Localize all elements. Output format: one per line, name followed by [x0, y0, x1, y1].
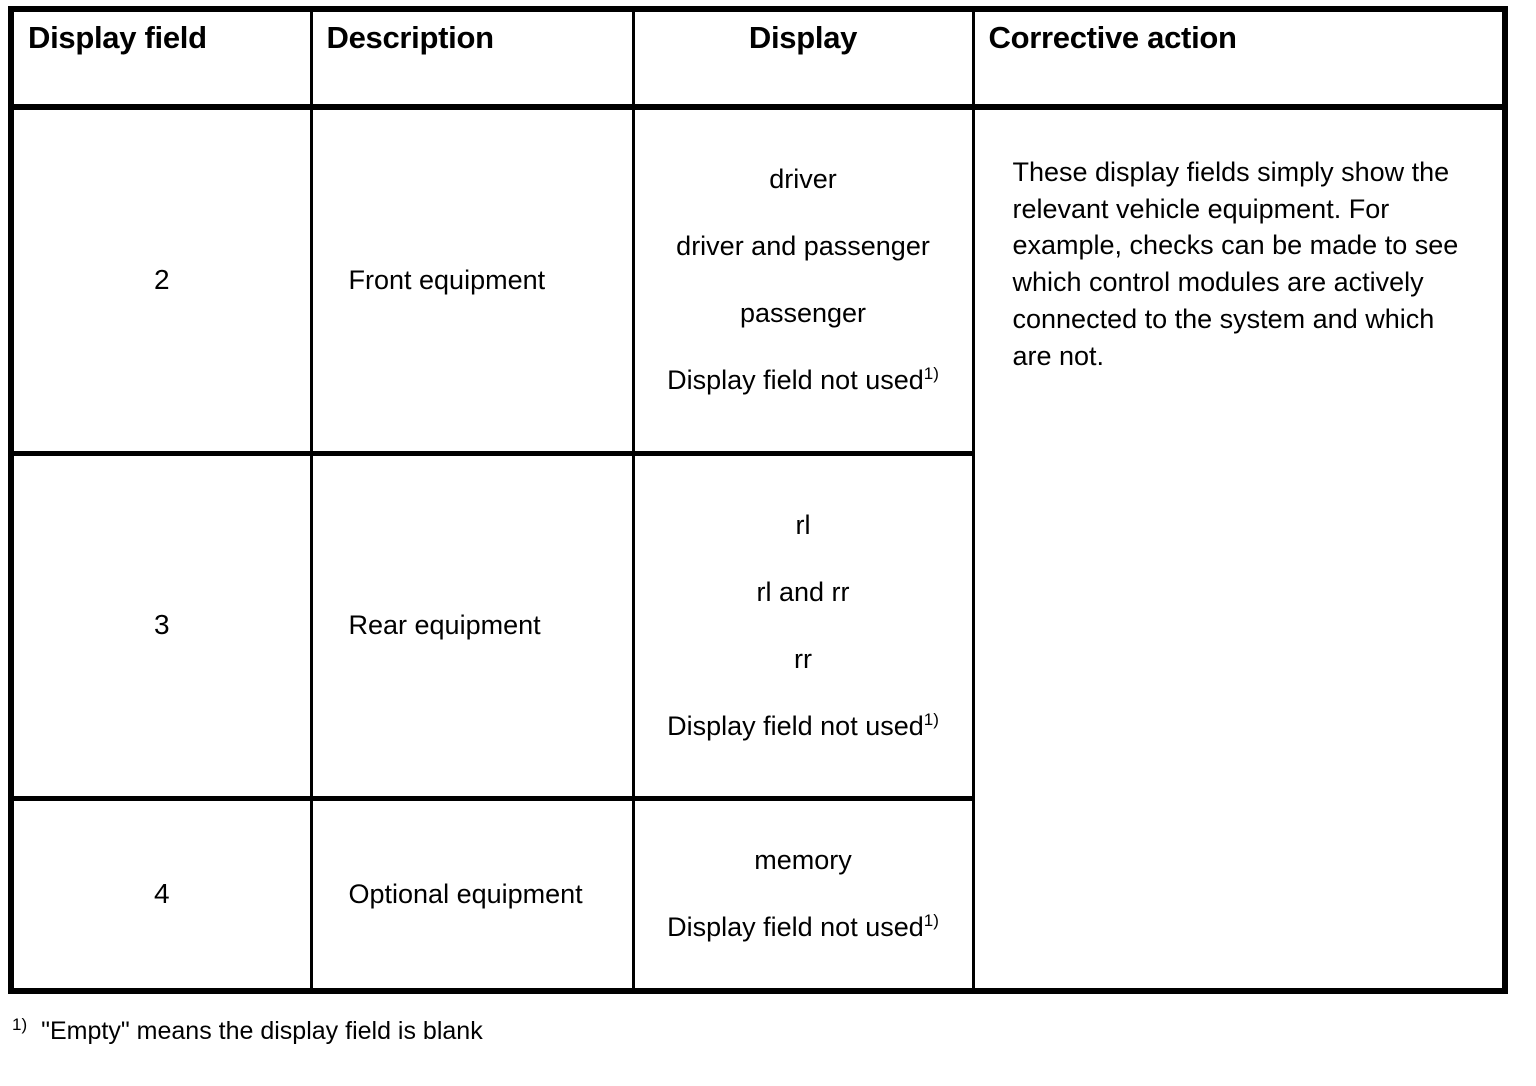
cell-display-values: memory Display field not used1) [633, 798, 975, 988]
display-value-item: driver and passenger [645, 233, 962, 260]
description-text: Rear equipment [348, 610, 541, 641]
description-text: Front equipment [348, 265, 546, 296]
display-value-item: passenger [645, 300, 962, 327]
column-header-display-field-label: Display field [28, 20, 207, 55]
column-header-description-label: Description [326, 20, 495, 55]
cell-description: Optional equipment [311, 798, 635, 988]
footnote-marker: 1) [923, 364, 939, 384]
display-value-text: Display field not used [667, 912, 924, 943]
footnote-marker: 1) [923, 911, 939, 931]
display-value-text: memory [754, 845, 852, 876]
display-value-text: Display field not used [667, 710, 924, 741]
cell-display-values: driver driver and passenger passenger Di… [633, 107, 975, 456]
table-header-row: Display field Description Display Correc… [14, 12, 1502, 110]
column-header-display: Display [633, 12, 975, 110]
display-value-text: Display field not used [667, 365, 924, 396]
display-value-text: driver and passenger [676, 231, 930, 262]
cell-display-field-number: 2 [14, 107, 313, 456]
column-header-display-field: Display field [14, 12, 313, 110]
table-row: 4 Optional equipment memory Display fiel… [14, 798, 1502, 988]
column-header-description: Description [311, 12, 635, 110]
cell-display-field-number: 4 [14, 798, 313, 988]
footnote-marker: 1) [923, 709, 939, 729]
table-row: 2 Front equipment driver driver and pass… [14, 107, 1502, 988]
description-text: Optional equipment [348, 879, 583, 910]
column-header-corrective-action-label: Corrective action [988, 20, 1237, 55]
display-value-item: driver [645, 166, 962, 193]
cell-corrective-action: These display fields simply show the rel… [973, 107, 1502, 988]
column-header-corrective-action: Corrective action [973, 12, 1502, 110]
display-value-item: rl [645, 509, 962, 540]
display-field-number: 3 [153, 609, 170, 640]
cell-display-field-number: 3 [14, 453, 313, 801]
display-value-text: passenger [739, 298, 867, 329]
display-field-table: Display field Description Display Correc… [14, 12, 1502, 988]
corrective-action-text: These display fields simply show the rel… [1012, 157, 1459, 371]
footnote-text: "Empty" means the display field is blank [41, 1017, 483, 1045]
display-field-table-container: Display field Description Display Correc… [8, 6, 1508, 994]
cell-description: Rear equipment [311, 453, 635, 801]
table-body: 2 Front equipment driver driver and pass… [14, 107, 1502, 988]
display-value-text: rl [795, 509, 811, 540]
footnote-marker: 1) [12, 1014, 28, 1034]
display-value-text: rl and rr [756, 576, 850, 607]
cell-description: Front equipment [311, 107, 635, 456]
cell-display-values: rl rl and rr rr Display field not used1) [633, 453, 975, 801]
display-value-item: memory [645, 847, 962, 874]
table-header: Display field Description Display Correc… [14, 12, 1502, 110]
column-header-display-label: Display [748, 20, 858, 55]
display-value-item: Display field not used1) [645, 911, 962, 943]
display-value-item: Display field not used1) [645, 364, 962, 396]
display-value-list: driver driver and passenger passenger Di… [635, 140, 972, 420]
display-value-item: rr [645, 643, 962, 674]
table-row: 3 Rear equipment rl rl and rr rr Display… [14, 453, 1502, 801]
display-value-text: rr [794, 643, 812, 674]
display-value-item: rl and rr [645, 576, 962, 607]
display-value-text: driver [769, 164, 837, 195]
table-footnote: 1) "Empty" means the display field is bla… [12, 1014, 483, 1046]
display-value-list: rl rl and rr rr Display field not used1) [635, 486, 972, 766]
display-value-item: Display field not used1) [645, 709, 962, 741]
display-field-number: 4 [153, 877, 170, 909]
display-field-number: 2 [153, 263, 170, 295]
display-value-list: memory Display field not used1) [635, 821, 972, 967]
